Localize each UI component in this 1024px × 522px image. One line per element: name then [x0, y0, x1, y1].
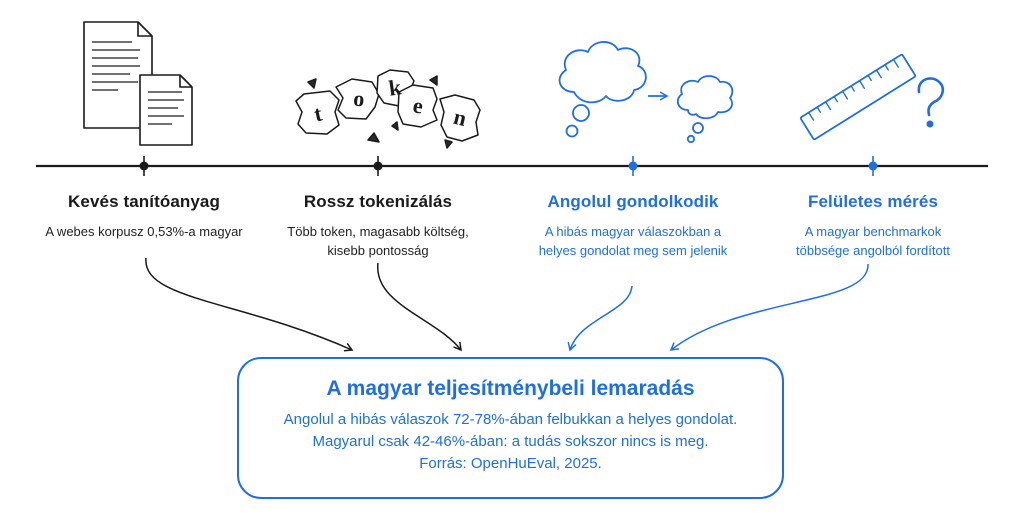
- column-4-title: Felületes mérés: [807, 192, 938, 211]
- timeline-node-1: [139, 156, 149, 176]
- ruler-question-icon: [799, 53, 945, 141]
- column-1-text: A webes korpusz 0,53%-a magyar: [45, 224, 243, 239]
- column-3-title: Angolul gondolkodik: [547, 192, 719, 211]
- column-2-text: Több token, magasabb költség, kisebb pon…: [287, 224, 469, 258]
- connector-arrow-3: [567, 285, 633, 352]
- summary-line-1: Angolul a hibás válaszok 72-78%-ában fel…: [283, 411, 738, 428]
- documents-icon: [83, 21, 193, 146]
- column-1: Kevés tanítóanyag A webes korpusz 0,53%-…: [19, 192, 269, 241]
- column-3: Angolul gondolkodik A hibás magyar válas…: [508, 192, 758, 260]
- summary-title: A magyar teljesítménybeli lemaradás: [326, 377, 695, 400]
- connector-arrow-1: [145, 257, 354, 352]
- timeline-node-3: [628, 156, 638, 176]
- token-letter-o: o: [352, 85, 366, 111]
- column-4: Felületes mérés A magyar benchmarkok töb…: [748, 192, 998, 260]
- timeline-node-2: [373, 156, 383, 176]
- column-1-title: Kevés tanítóanyag: [68, 192, 220, 211]
- column-2: Rossz tokenizálás Több token, magasabb k…: [253, 192, 503, 260]
- summary-line-2: Magyarul csak 42-46%-ában: a tudás soksz…: [312, 433, 709, 450]
- column-4-text: A magyar benchmarkok többsége angolból f…: [796, 224, 950, 258]
- connector-arrow-2: [377, 262, 462, 352]
- summary-box: A magyar teljesítménybeli lemaradás Ango…: [237, 357, 784, 499]
- torn-token-icon: t o k e n: [295, 69, 481, 149]
- token-letter-e: e: [411, 92, 425, 118]
- thought-bubbles-icon: [558, 41, 734, 144]
- timeline-node-4: [868, 156, 878, 176]
- token-letter-n: n: [451, 104, 469, 131]
- connector-arrow-4: [669, 263, 869, 351]
- token-letter-k: k: [387, 74, 403, 101]
- column-3-text: A hibás magyar válaszokban a helyes gond…: [538, 224, 728, 258]
- summary-line-3: Forrás: OpenHuEval, 2025.: [419, 455, 602, 472]
- column-2-title: Rossz tokenizálás: [303, 192, 453, 211]
